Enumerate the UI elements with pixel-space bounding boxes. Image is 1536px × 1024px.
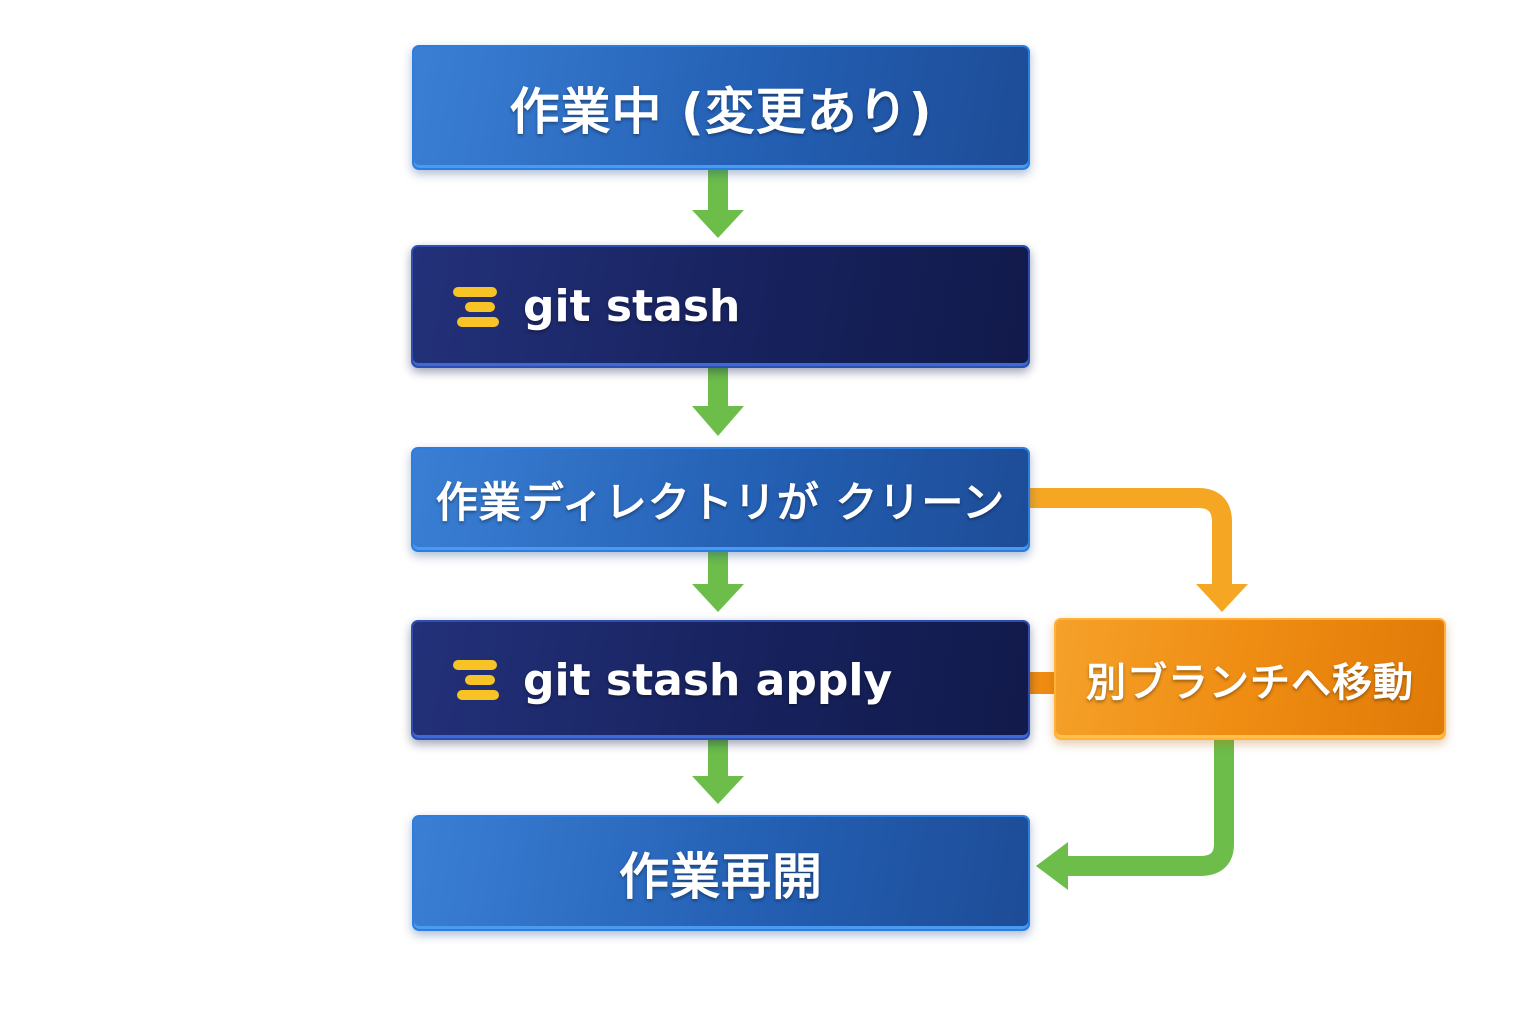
node-switch-branch: 別ブランチへ移動 xyxy=(1054,618,1446,740)
arrow-stash-to-clean xyxy=(692,368,744,436)
node-resume: 作業再開 xyxy=(412,815,1030,931)
link-apply-switch-branch xyxy=(1028,672,1058,694)
node-clean: 作業ディレクトリが クリーン xyxy=(411,447,1030,552)
stash-icon xyxy=(453,660,499,700)
node-git-stash-apply: git stash apply xyxy=(411,620,1030,740)
arrow-working-to-stash xyxy=(692,170,744,238)
node-git-stash: git stash xyxy=(411,245,1030,368)
node-clean-label: 作業ディレクトリが クリーン xyxy=(435,478,1006,527)
node-resume-label: 作業再開 xyxy=(619,848,823,906)
node-working-label: 作業中 (変更あり) xyxy=(509,82,933,141)
arrow-clean-to-switch-branch xyxy=(1030,488,1248,612)
node-switch-branch-label: 別ブランチへ移動 xyxy=(1086,660,1414,706)
arrow-clean-to-apply xyxy=(692,552,744,612)
stash-icon xyxy=(453,286,499,327)
node-git-stash-label: git stash xyxy=(523,281,741,332)
arrow-apply-to-resume xyxy=(692,740,744,804)
node-working: 作業中 (変更あり) xyxy=(412,45,1030,170)
node-git-stash-apply-label: git stash apply xyxy=(523,654,893,706)
arrow-switch-branch-to-resume xyxy=(1036,740,1234,890)
